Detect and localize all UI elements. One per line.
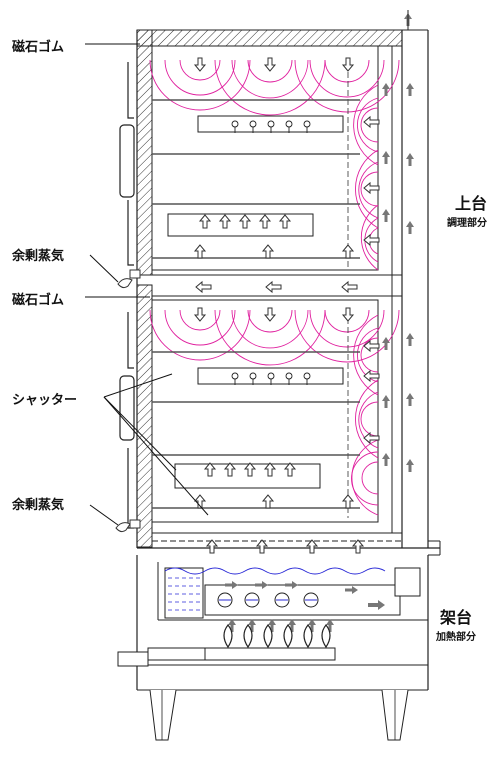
heating-section-label: 加熱部分 [436, 632, 476, 643]
magnet-rubber-mid-label: 磁石ゴム [12, 293, 65, 308]
upper-unit-label: 上台 [455, 194, 488, 213]
shutter-valves [231, 120, 311, 385]
shutters [167, 115, 344, 489]
magnet-rubber-top-label: 磁石ゴム [12, 40, 65, 55]
stand-label: 架台 [440, 608, 473, 627]
shutter-label: シャッター [12, 393, 78, 408]
cooking-section-label: 調理部分 [447, 218, 487, 229]
excess-steam-lower-label: 余剰蒸気 [12, 498, 65, 513]
stand [117, 555, 429, 741]
excess-steam-upper-label: 余剰蒸気 [12, 249, 65, 264]
shelves [152, 99, 360, 509]
steam-waves [149, 59, 400, 516]
leader-lines [85, 43, 209, 526]
steam-outlets [115, 269, 141, 533]
door-handles [119, 62, 135, 529]
duct-up-arrows [382, 13, 414, 586]
heat-arrows [225, 581, 385, 632]
burner-flames [223, 624, 331, 649]
upper-cabinet [136, 29, 441, 556]
